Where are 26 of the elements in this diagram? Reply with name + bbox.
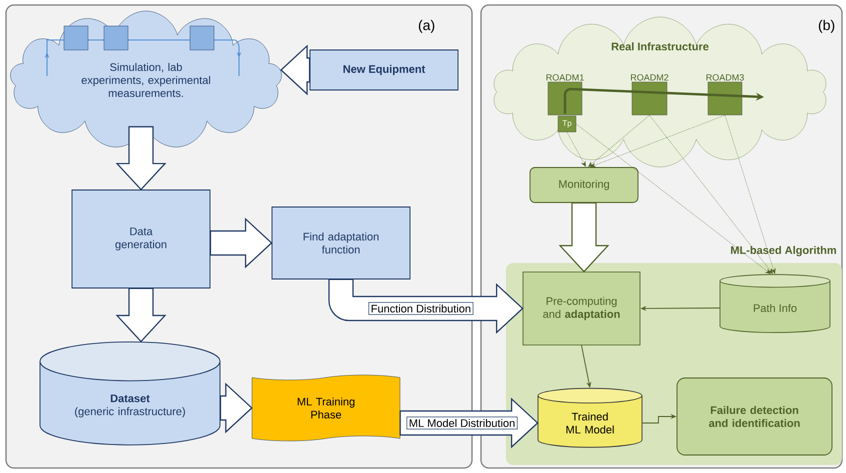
block-arrow [116,288,166,342]
roadm-box: ROADM1 [546,74,584,116]
process-box: Pre-computing and adaptation [522,272,640,346]
node-label: ROADM2 [630,74,668,81]
roadm-box: ROADM2 [630,74,668,116]
block-arrow [210,218,272,268]
block-arrow [116,126,166,190]
block-arrow [280,44,310,96]
database-cylinder: Dataset (generic infrastructure) [40,341,220,446]
model-cylinder: Trained ML Model [538,388,642,448]
edge-label: Function Distribution [368,302,474,315]
block-arrow [220,382,253,434]
edge-label: ML Model Distribution [406,416,518,430]
block-arrow [558,202,610,272]
process-box: Find adaptation function [272,206,410,280]
node-label: ROADM1 [546,74,584,81]
roadm-box: ROADM3 [706,74,744,116]
process-box: New Equipment [310,50,458,90]
database-cylinder: Path Info [720,274,830,333]
process-box: Data generation [72,190,210,288]
dotted-arrow [590,114,726,168]
node-label: ML-based Algorithm [731,246,836,256]
node-label: ROADM3 [706,74,744,81]
process-box: Monitoring [530,167,638,203]
process-box: Failure detection and identification [676,378,832,456]
port-box: Tp [558,116,576,132]
